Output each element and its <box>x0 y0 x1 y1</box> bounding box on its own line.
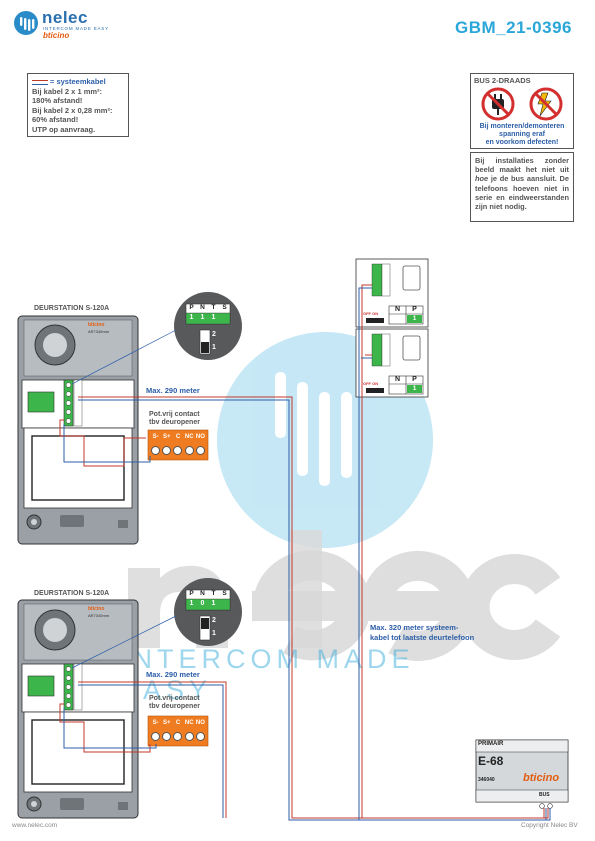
cable-note-line: Bij kabel 2 x 1 mm²: <box>32 86 103 96</box>
switch-label: 1 <box>212 630 216 637</box>
dip-values: 1 0 1 <box>189 600 216 607</box>
system-cable-legend-icon <box>32 79 48 85</box>
no-electricity-icon <box>529 87 563 121</box>
brand-logo: nelec INTERCOM MADE EASY bticino <box>14 8 108 40</box>
door-station-model: AR7345mm <box>88 613 110 618</box>
power-supply-brand: bticino <box>523 772 560 784</box>
door-station-title: DEURSTATION S-120A <box>34 590 110 597</box>
door-station-brand: bticino <box>88 606 105 612</box>
no-plug-icon <box>481 87 515 121</box>
distance-label: Max. 290 meter <box>146 386 200 395</box>
footer-copyright: Copyright Nelec BV <box>521 822 578 829</box>
phone-config-headers: N P <box>394 376 417 383</box>
door-station-model: AR7345mm <box>88 329 110 334</box>
contact-title: Pot.vrij contact <box>149 411 200 418</box>
dip-zoom-2 <box>174 578 242 646</box>
door-station-2 <box>17 599 139 819</box>
footer-website[interactable]: www.nelec.com <box>12 822 58 829</box>
brand-logo-icon <box>14 11 38 35</box>
contact-terminals: S- S+ C NC NO <box>152 434 205 440</box>
door-station-title: DEURSTATION S-120A <box>34 305 110 312</box>
phone-config-headers: N P <box>394 306 417 313</box>
power-supply-part-number: 346040 <box>478 777 495 783</box>
distance-label: Max. 290 meter <box>146 670 200 679</box>
phone-switch-label: OFF ON <box>363 381 379 386</box>
cable-legend-label: = systeemkabel <box>50 77 106 86</box>
contact-subtitle: tbv deuropener <box>149 419 200 426</box>
document-code: GBM_21-0396 <box>455 18 573 37</box>
contact-block-1 <box>147 429 209 461</box>
cable-note-line: 180% afstand! <box>32 96 83 105</box>
power-supply-bus-label: BUS <box>539 792 550 798</box>
contact-terminals: S- S+ C NC NO <box>152 720 205 726</box>
contact-screws <box>150 732 206 741</box>
bus-info-text: Bij installaties zonder beeld maakt het … <box>475 156 569 212</box>
system-cable-note: Max. 320 meter systeem- kabel tot laatst… <box>370 623 475 642</box>
brand-name: nelec <box>42 8 88 27</box>
partner-logo: bticino <box>43 31 70 40</box>
phone-switch-label: OFF ON <box>363 311 379 316</box>
phone-config-values: 1 <box>412 385 417 392</box>
door-station-brand: bticino <box>88 322 105 328</box>
power-supply-header: PRIMAIR <box>478 741 504 747</box>
bus-warning-title: BUS 2-DRAADS <box>474 76 531 85</box>
dip-terminal-labels: P N T S <box>189 590 227 597</box>
dip-zoom-1 <box>174 292 242 360</box>
cable-note-line: UTP op aanvraag. <box>32 124 96 134</box>
bus-info-box: Bij installaties zonder beeld maakt het … <box>470 152 574 222</box>
door-station-1 <box>17 315 139 545</box>
switch-label: 2 <box>212 331 216 338</box>
cable-note-line: Bij kabel 2 x 0,28 mm²: <box>32 105 113 115</box>
power-supply <box>475 739 569 809</box>
phone-config-values: 1 <box>412 315 417 322</box>
switch-label: 2 <box>212 617 216 624</box>
power-supply-model: E-68 <box>478 754 504 768</box>
dip-values: 1 1 1 <box>189 314 216 321</box>
cable-note-line: 60% afstand! <box>32 115 79 124</box>
contact-title: Pot.vrij contact <box>149 695 200 702</box>
contact-subtitle: tbv deuropener <box>149 703 200 710</box>
dip-terminal-labels: P N T S <box>189 304 227 311</box>
contact-screws <box>150 446 206 455</box>
handset-1 <box>355 258 429 328</box>
cable-note: = systeemkabel Bij kabel 2 x 1 mm²: 180%… <box>27 73 129 137</box>
brand-tagline: INTERCOM MADE EASY <box>43 26 109 31</box>
switch-label: 1 <box>212 344 216 351</box>
bus-warning-text: Bij monteren/demonteren spanning eraf en… <box>479 123 565 146</box>
handset-2 <box>355 328 429 398</box>
bus-wiring <box>59 284 551 821</box>
contact-block-2 <box>147 715 209 747</box>
bus-warning-box: BUS 2-DRAADS Bij monteren/demonteren spa… <box>470 73 574 149</box>
